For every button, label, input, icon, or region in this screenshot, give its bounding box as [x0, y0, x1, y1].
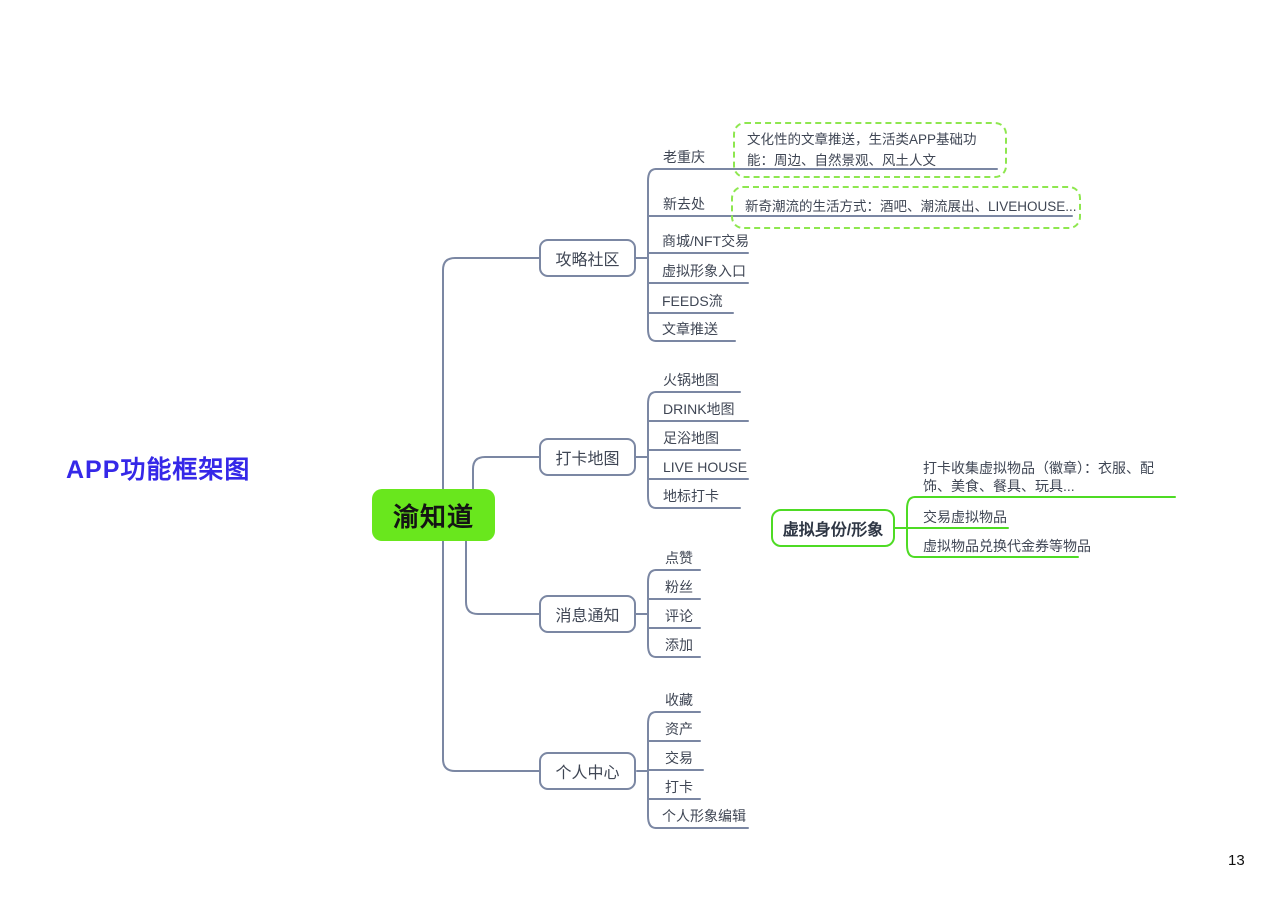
callout-note: 文化性的文章推送，生活类APP基础功能：周边、自然景观、风土人文	[733, 122, 1007, 178]
leaf-node: 火锅地图	[663, 372, 719, 388]
leaf-node: 点赞	[665, 550, 693, 566]
leaf-node: 老重庆	[663, 149, 705, 165]
callout-note: 新奇潮流的生活方式：酒吧、潮流展出、LIVEHOUSE...	[731, 186, 1081, 229]
trunk-line	[472, 456, 540, 490]
leaf-node: 收藏	[665, 692, 693, 708]
branch-message-notifications: 消息通知	[539, 595, 636, 633]
page-number: 13	[1228, 852, 1245, 869]
leaf-node: 虚拟形象入口	[662, 263, 746, 279]
leaf-node: 添加	[665, 637, 693, 653]
leaf-node: 交易	[665, 750, 693, 766]
leaf-node: 新去处	[663, 196, 705, 212]
branch-bracket	[647, 168, 657, 342]
trunk-line	[442, 257, 540, 490]
leaf-node: 个人形象编辑	[662, 808, 746, 824]
leaf-node: 粉丝	[665, 579, 693, 595]
leaf-node: 商城/NFT交易	[662, 233, 750, 249]
branch-checkin-map: 打卡地图	[539, 438, 636, 476]
leaf-node: 足浴地图	[663, 430, 719, 446]
diagram-title: APP功能框架图	[66, 456, 251, 484]
leaf-node: 资产	[665, 721, 693, 737]
leaf-node: 地标打卡	[663, 488, 719, 504]
leaf-node: LIVE HOUSE	[663, 459, 748, 475]
leaf-node: FEEDS流	[662, 293, 723, 309]
branch-bracket	[647, 569, 657, 658]
leaf-node: 打卡	[665, 779, 693, 795]
branch-strategy-community: 攻略社区	[539, 239, 636, 277]
leaf-node: 交易虚拟物品	[923, 509, 1007, 525]
leaf-node: 文章推送	[662, 321, 718, 337]
root-node: 渝知道	[372, 489, 495, 541]
leaf-node: DRINK地图	[663, 401, 735, 417]
branch-personal-center: 个人中心	[539, 752, 636, 790]
leaf-node: 评论	[665, 608, 693, 624]
leaf-node: 打卡收集虚拟物品（徽章）：衣服、配饰、美食、餐具、玩具...	[923, 460, 1154, 494]
floating-node-virtual-identity: 虚拟身份/形象	[771, 509, 895, 547]
trunk-line	[465, 540, 540, 615]
leaf-node: 虚拟物品兑换代金券等物品	[923, 538, 1091, 554]
trunk-line	[442, 540, 540, 772]
